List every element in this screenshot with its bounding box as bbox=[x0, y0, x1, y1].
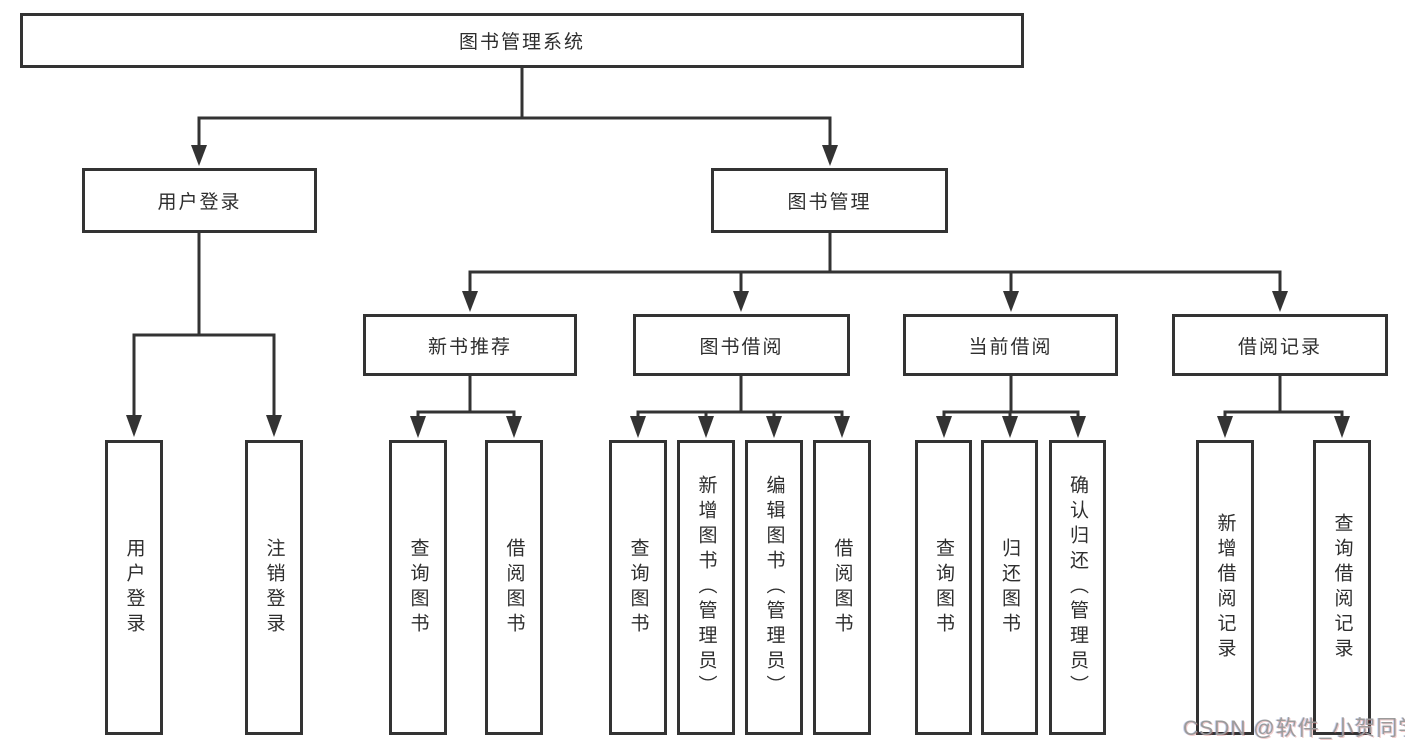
node-label: 图书借阅 bbox=[699, 336, 784, 358]
arrowhead bbox=[191, 145, 207, 166]
arrowhead bbox=[410, 416, 426, 438]
leaf-confirm-return-admin: 确认归还（管理员） bbox=[1049, 440, 1106, 735]
node-borrow-records: 借阅记录 bbox=[1172, 314, 1388, 376]
node-label: 新书推荐 bbox=[427, 336, 512, 358]
arrowhead bbox=[822, 145, 838, 166]
leaf-logout: 注销登录 bbox=[245, 440, 303, 735]
leaf-edit-books-admin: 编辑图书（管理员） bbox=[745, 440, 803, 735]
node-label: 图书管理系统 bbox=[458, 32, 585, 53]
leaf-add-borrow-record: 新增借阅记录 bbox=[1196, 440, 1254, 735]
leaf-user-login: 用户登录 bbox=[105, 440, 163, 735]
csdn-watermark: CSDN @软件_小贺同学 bbox=[1183, 717, 1405, 740]
arrowhead bbox=[462, 291, 478, 312]
connector-line bbox=[636, 410, 844, 421]
node-user-login: 用户登录 bbox=[82, 168, 317, 233]
arrowhead bbox=[936, 416, 952, 438]
leaf-query-books-current: 查询图书 bbox=[915, 440, 972, 735]
connector-line bbox=[468, 270, 1282, 294]
arrowheads bbox=[126, 145, 1350, 438]
connector-line bbox=[132, 333, 276, 420]
connector-line bbox=[416, 410, 516, 421]
node-label: 用户登录 bbox=[157, 192, 242, 213]
node-book-borrow: 图书借阅 bbox=[633, 314, 850, 376]
arrowhead bbox=[1070, 416, 1086, 438]
arrowhead bbox=[733, 291, 749, 312]
arrowhead bbox=[630, 416, 646, 438]
arrowhead bbox=[834, 416, 850, 438]
arrowhead bbox=[126, 415, 142, 437]
leaf-return-books: 归还图书 bbox=[981, 440, 1038, 735]
arrowhead bbox=[1334, 416, 1350, 438]
node-label: 借阅记录 bbox=[1237, 336, 1322, 358]
arrowhead bbox=[698, 416, 714, 438]
leaf-borrow-books: 借阅图书 bbox=[813, 440, 871, 735]
connector-line bbox=[197, 116, 832, 150]
leaf-query-books-borrow: 查询图书 bbox=[609, 440, 667, 735]
node-current-borrow: 当前借阅 bbox=[903, 314, 1118, 376]
arrowhead bbox=[266, 415, 282, 437]
leaf-add-books-admin: 新增图书（管理员） bbox=[677, 440, 735, 735]
node-book-management: 图书管理 bbox=[711, 168, 948, 233]
node-label: 图书管理 bbox=[787, 192, 872, 213]
arrowhead bbox=[506, 416, 522, 438]
connector-line bbox=[1223, 410, 1344, 421]
node-label: 当前借阅 bbox=[968, 336, 1053, 358]
arrowhead bbox=[1003, 291, 1019, 312]
arrowhead bbox=[1002, 416, 1018, 438]
leaf-query-books-recommend: 查询图书 bbox=[389, 440, 447, 735]
node-new-book-recommend: 新书推荐 bbox=[363, 314, 577, 376]
arrowhead bbox=[766, 416, 782, 438]
arrowhead bbox=[1217, 416, 1233, 438]
arrowhead bbox=[1272, 291, 1288, 312]
leaf-query-borrow-record: 查询借阅记录 bbox=[1313, 440, 1371, 735]
node-root-system: 图书管理系统 bbox=[20, 13, 1024, 68]
leaf-borrow-books-recommend: 借阅图书 bbox=[485, 440, 543, 735]
